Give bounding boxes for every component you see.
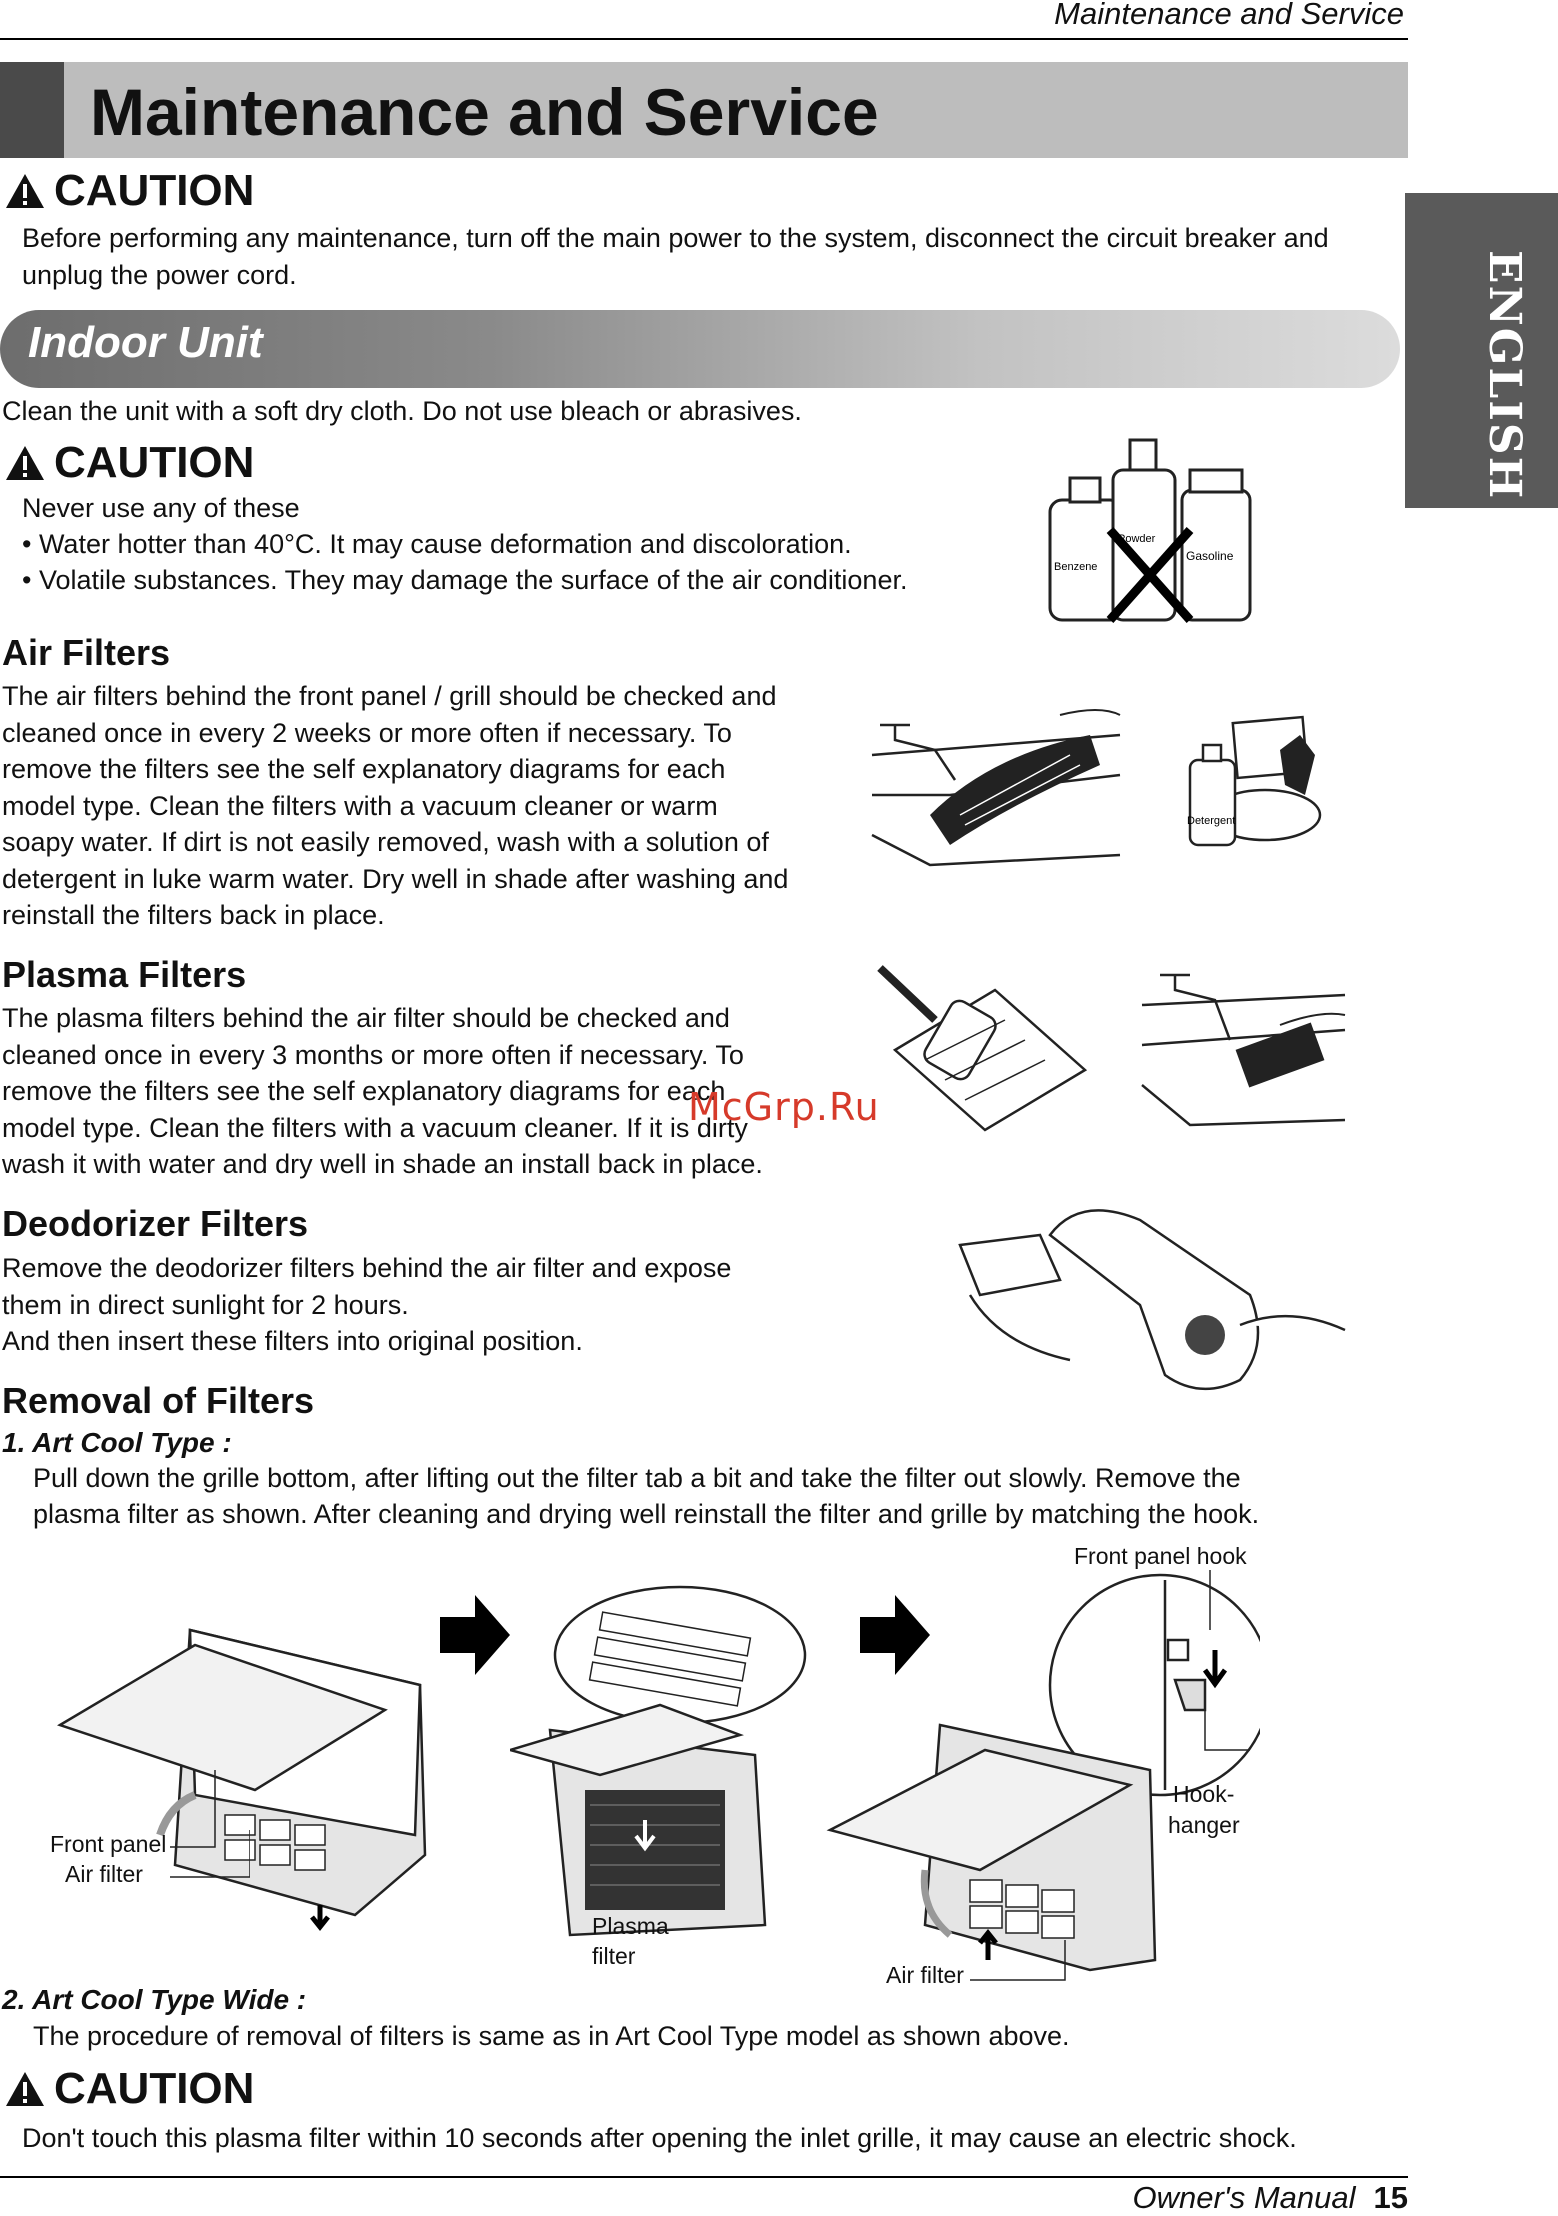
caution-text: Before performing any maintenance, turn … xyxy=(22,223,1329,290)
removal-step1-diagram xyxy=(57,1628,427,1932)
text-line: The air filters behind the front panel /… xyxy=(2,681,777,711)
subsection-heading: 2. Art Cool Type Wide : xyxy=(2,1984,307,2015)
air-filters-text: The air filters behind the front panel /… xyxy=(2,678,788,934)
chemical-bottles-illustration: Benzene Powder Gasoline xyxy=(1048,438,1252,623)
bottle-label: Gasoline xyxy=(1186,549,1234,563)
deodorizer-text: Remove the deodorizer filters behind the… xyxy=(2,1250,731,1360)
plasma-filters-text: The plasma filters behind the air filter… xyxy=(2,1000,763,1183)
watermark: McGrp.Ru xyxy=(688,1085,880,1129)
header-rule xyxy=(0,38,1408,40)
running-header: Maintenance and Service xyxy=(1054,0,1404,31)
plasma-vacuum-illustration xyxy=(877,965,1088,1132)
section-heading: Plasma Filters xyxy=(2,954,247,995)
section-banner xyxy=(0,310,1400,388)
page-title: Maintenance and Service xyxy=(90,75,879,149)
next-step-arrow-icon xyxy=(440,1595,510,1675)
page-number: 15 xyxy=(1373,2180,1408,2215)
caution-label: CAUTION xyxy=(54,2064,255,2113)
text-line: them in direct sunlight for 2 hours. xyxy=(2,1289,409,1320)
text-line: wash it with water and dry well in shade… xyxy=(2,1149,763,1179)
removal-text: plasma filter as shown. After cleaning a… xyxy=(33,1499,1260,1529)
removal-step2-diagram xyxy=(510,1585,807,1937)
text-line: detergent in luke warm water. Dry well i… xyxy=(2,863,789,894)
caution-heading: CAUTION xyxy=(4,166,254,216)
bottle-label: Powder xyxy=(1118,533,1156,545)
diagram-label: Front panel xyxy=(50,1831,167,1857)
section-heading: Deodorizer Filters xyxy=(2,1203,309,1244)
text-line: Remove the deodorizer filters behind the… xyxy=(2,1253,732,1283)
diagram-label: Hook- xyxy=(1173,1781,1235,1807)
section-heading: Removal of Filters xyxy=(2,1380,315,1421)
caution-line: • Volatile substances. They may damage t… xyxy=(22,565,908,595)
text-line: And then insert these filters into origi… xyxy=(2,1326,583,1356)
diagram-label: hanger xyxy=(1168,1812,1240,1838)
leader-lines xyxy=(170,1770,250,1878)
text-line: remove the filters see the self explanat… xyxy=(2,1076,726,1106)
section-title: Indoor Unit xyxy=(28,318,263,367)
plasma-washing-illustration xyxy=(1141,973,1346,1127)
text-line: model type. Clean the filters with a vac… xyxy=(2,1112,748,1143)
diagram-label: Plasma xyxy=(592,1913,669,1939)
warning-icon xyxy=(6,446,44,480)
caution-label: CAUTION xyxy=(54,166,255,215)
removal-type2-text: The procedure of removal of filters is s… xyxy=(33,2021,1070,2051)
caution-line: • Water hotter than 40°C. It may cause d… xyxy=(22,529,852,559)
text-line: cleaned once in every 2 weeks or more of… xyxy=(2,717,732,748)
indoor-intro: Clean the unit with a soft dry cloth. Do… xyxy=(2,396,802,426)
warning-icon xyxy=(6,2072,44,2106)
diagram-label: filter xyxy=(592,1943,636,1969)
text-line: model type. Clean the filters with a vac… xyxy=(2,790,718,821)
removal-text: Pull down the grille bottom, after lifti… xyxy=(33,1463,1241,1493)
caution-label: CAUTION xyxy=(54,438,255,487)
diagram-label: Air filter xyxy=(886,1962,964,1988)
text-line: soapy water. If dirt is not easily remov… xyxy=(2,827,769,857)
caution-text: Don't touch this plasma filter within 10… xyxy=(22,2123,1297,2153)
page-footer: Owner's Manual 15 xyxy=(1133,2180,1409,2216)
subsection-heading: 1. Art Cool Type : xyxy=(2,1427,232,1458)
diagram-label: Air filter xyxy=(65,1861,143,1887)
caution-heading: CAUTION xyxy=(4,438,254,488)
diagram-label: Front panel hook xyxy=(1074,1543,1247,1569)
title-bar xyxy=(0,62,1408,158)
text-line: The plasma filters behind the air filter… xyxy=(2,1003,730,1033)
detergent-bucket-illustration: Detergent xyxy=(1187,715,1322,847)
section-heading: Air Filters xyxy=(2,632,171,673)
footer-rule xyxy=(0,2176,1408,2178)
filter-washing-illustration xyxy=(871,709,1121,867)
footer-label: Owner's Manual xyxy=(1132,2180,1356,2215)
warning-icon xyxy=(6,174,44,208)
bottle-label: Detergent xyxy=(1187,815,1235,827)
removal-step3-diagram xyxy=(826,1570,1260,1981)
text-line: reinstall the filters back in place. xyxy=(2,900,385,930)
bottle-label: Benzene xyxy=(1054,561,1097,573)
language-tab xyxy=(1405,193,1558,508)
text-line: remove the filters see the self explanat… xyxy=(2,754,726,784)
caution-line: Never use any of these xyxy=(22,493,300,523)
caution-heading: CAUTION xyxy=(4,2064,254,2114)
handheld-vacuum-illustration xyxy=(958,1209,1346,1391)
language-tab-label: ENGLISH xyxy=(1479,250,1530,501)
title-bar-accent xyxy=(0,62,64,158)
next-step-arrow-icon xyxy=(860,1595,930,1675)
text-line: cleaned once in every 3 months or more o… xyxy=(2,1039,744,1070)
